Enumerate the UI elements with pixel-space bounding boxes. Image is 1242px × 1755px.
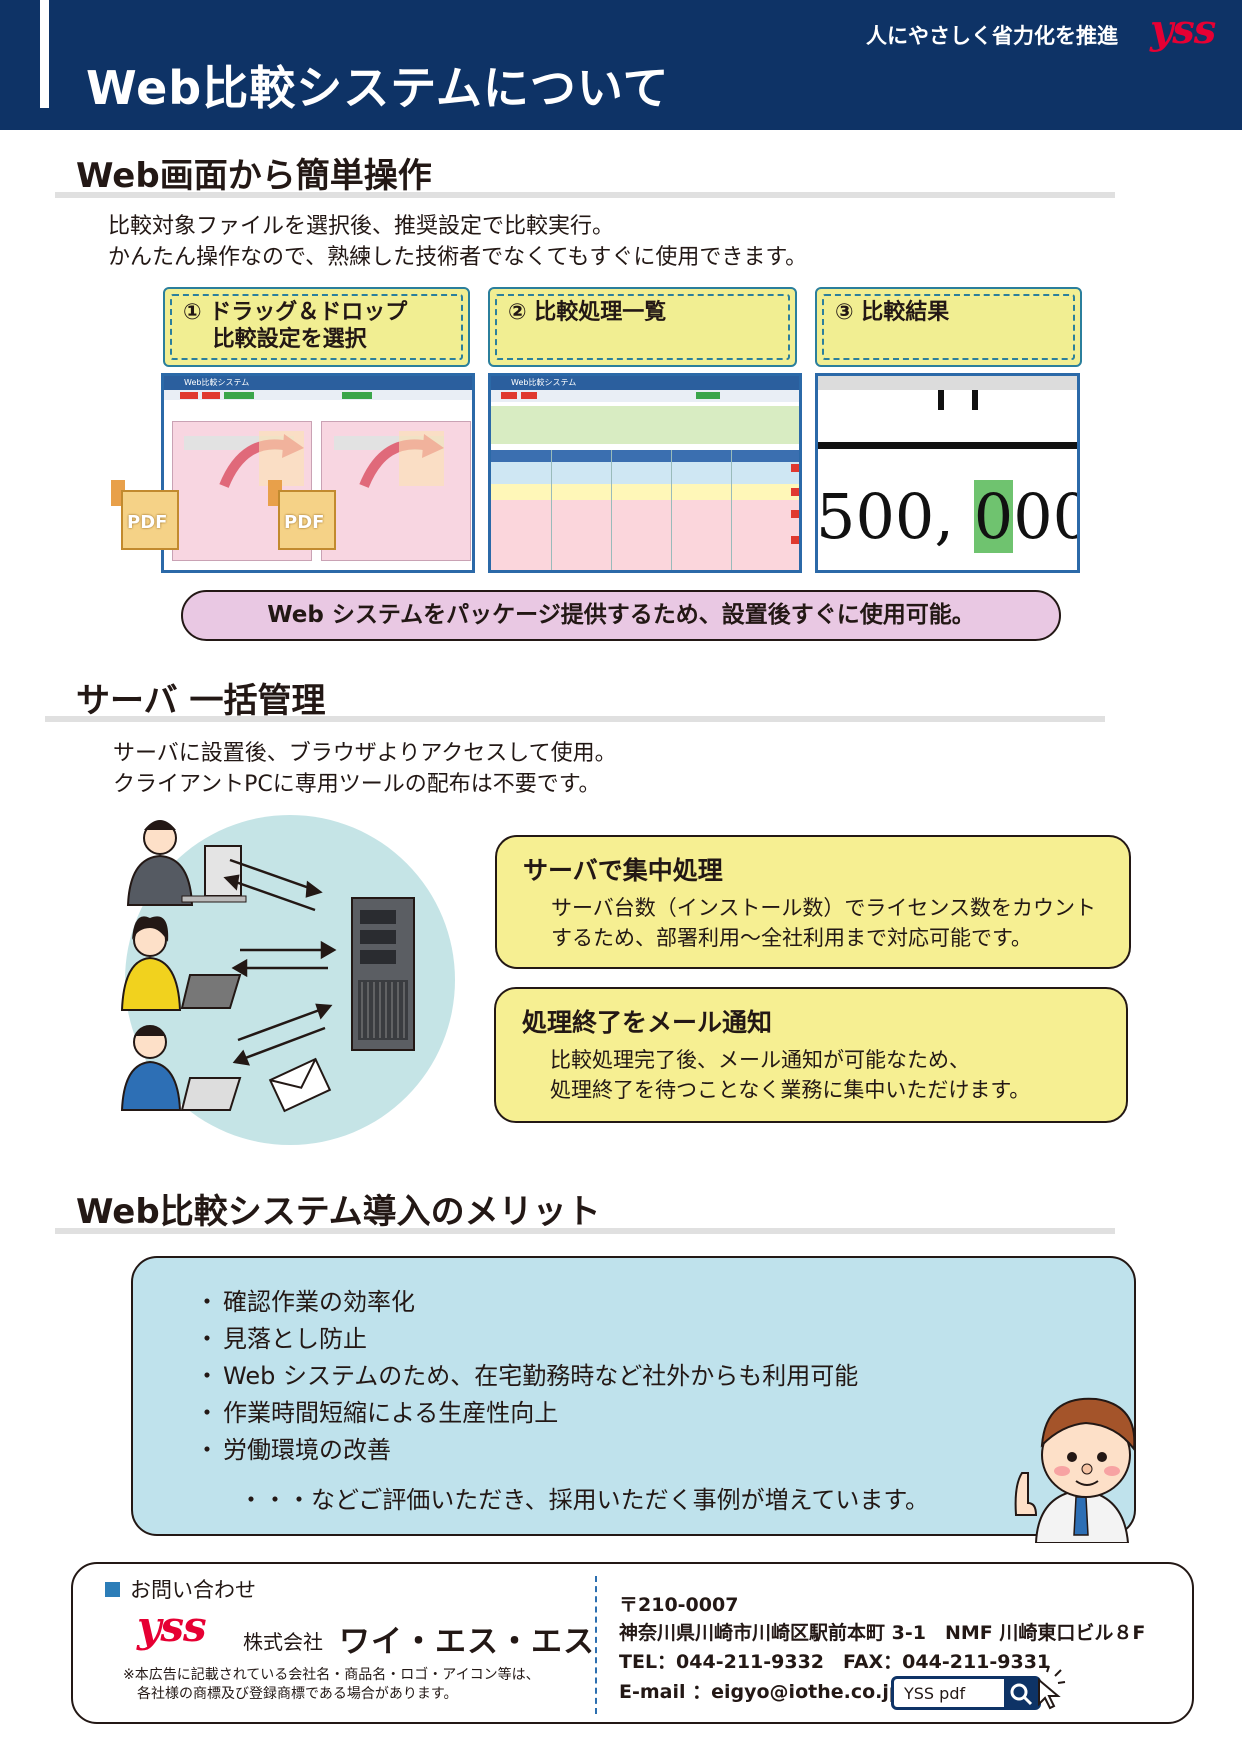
screenshot-drag-drop: Web比較システム xyxy=(161,373,475,573)
package-banner: Web システムをパッケージ提供するため、設置後すぐに使用可能。 xyxy=(181,590,1061,641)
merit-closing: ・・・などご評価いただき、採用いただく事例が増えています。 xyxy=(239,1486,929,1514)
intro-line: かんたん操作なので、熟練した技術者でなくてもすぐに使用できます。 xyxy=(108,245,808,270)
step-label: ② 比較処理一覧 xyxy=(508,300,667,325)
section-heading-merits: Web比較システム導入のメリット xyxy=(76,1192,601,1232)
screenshot-result: 500, 000 xyxy=(815,373,1080,573)
section-rule xyxy=(55,192,1115,198)
intro-line: クライアントPCに専用ツールの配布は不要です。 xyxy=(113,772,601,797)
header-slogan: 人にやさしく省力化を推進 xyxy=(866,24,1118,48)
user-at-laptop-icon xyxy=(120,916,242,1011)
pdf-label: PDF xyxy=(284,512,325,533)
company-name: ワイ・エス・エス xyxy=(339,1624,595,1660)
section-heading-web-ops: Web画面から簡単操作 xyxy=(76,156,432,196)
merit-item: 見落とし防止 xyxy=(195,1321,858,1358)
postal-code: 〒210-0007 xyxy=(619,1594,739,1616)
feature-card-central-processing: サーバで集中処理 サーバ台数（インストール数）でライセンス数をカウント するため… xyxy=(495,835,1131,969)
search-input[interactable]: YSS pdf xyxy=(904,1684,966,1703)
tel-fax: TEL：044-211-9332 FAX：044-211-9331 xyxy=(619,1651,1051,1673)
intro-line: サーバに設置後、ブラウザよりアクセスして使用。 xyxy=(113,741,617,766)
intro-line: 比較対象ファイルを選択後、推奨設定で比較実行。 xyxy=(108,214,615,239)
merit-list: 確認作業の効率化 見落とし防止 Web システムのため、在宅勤務時など社外からも… xyxy=(195,1284,858,1469)
mascot-character-illustration xyxy=(1014,1397,1136,1543)
trademark-note: ※本広告に記載されている会社名・商品名・ロゴ・アイコン等は、 各社様の商標及び登… xyxy=(123,1667,540,1702)
pdf-file-icon: PDF xyxy=(268,480,340,550)
user-at-laptop-icon xyxy=(120,1025,242,1111)
yss-logo: yss xyxy=(137,1602,207,1651)
search-icon xyxy=(1010,1683,1033,1706)
result-number: 500, 000 xyxy=(816,480,1077,553)
page-header: Web比較システムについて 人にやさしく省力化を推進 yss xyxy=(0,0,1242,130)
yss-logo: yss xyxy=(1150,6,1216,53)
screenshot-process-list: Web比較システム xyxy=(488,373,802,573)
section-rule xyxy=(45,716,1105,722)
mail-envelope-icon xyxy=(268,1057,332,1113)
network-arrows xyxy=(223,858,337,1066)
drag-drop-arrows-illustration xyxy=(219,431,444,488)
server-network-illustration xyxy=(120,815,455,1145)
user-at-desktop-icon xyxy=(126,820,247,906)
merit-item: Web システムのため、在宅勤務時など社外からも利用可能 xyxy=(195,1358,858,1395)
email[interactable]: E-mail ：eigyo@iothe.co.jp xyxy=(619,1681,903,1703)
feature-title: サーバで集中処理 xyxy=(523,856,723,885)
diff-highlight: 0 xyxy=(973,480,1014,553)
header-accent-bar xyxy=(40,0,49,108)
screenshot-app-title: Web比較システム xyxy=(511,378,577,387)
step-label: ③ 比較結果 xyxy=(835,300,950,325)
section-rule xyxy=(55,1228,1115,1234)
merit-item: 労働環境の改善 xyxy=(195,1432,858,1469)
screenshot-app-title: Web比較システム xyxy=(184,378,250,387)
step-box-drag-drop: ① ドラッグ＆ドロップ 比較設定を選択 xyxy=(163,287,470,367)
merit-item: 作業時間短縮による生産性向上 xyxy=(195,1395,858,1432)
step-label: ① ドラッグ＆ドロップ 比較設定を選択 xyxy=(183,300,408,352)
search-button[interactable] xyxy=(1004,1679,1038,1707)
server-icon xyxy=(351,897,415,1051)
pdf-label: PDF xyxy=(127,512,168,533)
company-type: 株式会社 xyxy=(243,1630,323,1654)
step-box-result: ③ 比較結果 xyxy=(815,287,1082,367)
contact-heading: お問い合わせ xyxy=(105,1574,256,1604)
merit-item: 確認作業の効率化 xyxy=(195,1284,858,1321)
step-box-list: ② 比較処理一覧 xyxy=(488,287,797,367)
feature-card-mail-notify: 処理終了をメール通知 比較処理完了後、メール通知が可能なため、 処理終了を待つこ… xyxy=(494,987,1128,1123)
pdf-file-icon: PDF xyxy=(111,480,183,550)
feature-title: 処理終了をメール通知 xyxy=(522,1008,773,1037)
square-bullet-icon xyxy=(105,1582,120,1597)
section-intro-server: サーバに設置後、ブラウザよりアクセスして使用。 クライアントPCに専用ツールの配… xyxy=(113,738,617,800)
page-title: Web比較システムについて xyxy=(86,61,670,115)
search-box[interactable]: YSS pdf xyxy=(891,1676,1041,1710)
section-heading-server: サーバ 一括管理 xyxy=(76,681,326,721)
contact-box: お問い合わせ yss 株式会社 ワイ・エス・エス ※本広告に記載されている会社名… xyxy=(71,1562,1194,1724)
cursor-click-icon xyxy=(1038,1665,1066,1710)
contact-divider xyxy=(595,1576,597,1714)
feature-body: サーバ台数（インストール数）でライセンス数をカウント するため、部署利用～全社利… xyxy=(551,896,1096,950)
merit-box: 確認作業の効率化 見落とし防止 Web システムのため、在宅勤務時など社外からも… xyxy=(131,1256,1136,1536)
feature-body: 比較処理完了後、メール通知が可能なため、 処理終了を待つことなく業務に集中いただ… xyxy=(550,1048,1031,1102)
address: 神奈川県川崎市川崎区駅前本町 3-1 NMF 川崎東口ビル８F xyxy=(619,1622,1146,1644)
section-intro-web-ops: 比較対象ファイルを選択後、推奨設定で比較実行。 かんたん操作なので、熟練した技術… xyxy=(108,211,807,273)
